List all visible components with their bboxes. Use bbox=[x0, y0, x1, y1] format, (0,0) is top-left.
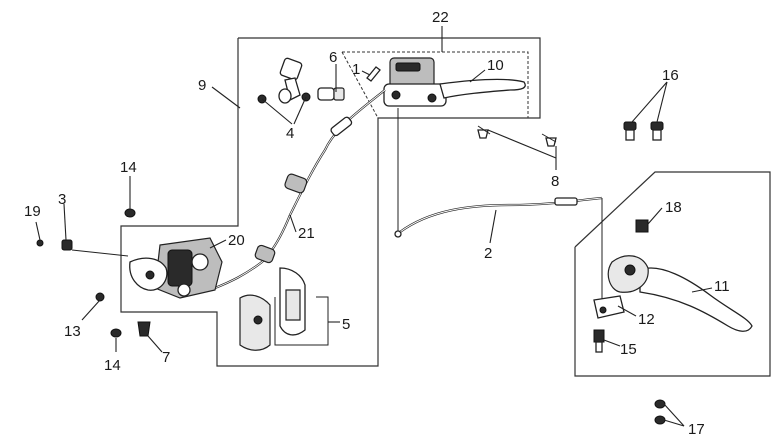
lever-cable bbox=[394, 108, 603, 300]
callout-9: 9 bbox=[198, 77, 206, 94]
assembly-frames bbox=[120, 37, 771, 377]
callout-5: 5 bbox=[342, 316, 350, 333]
brake-caliper bbox=[129, 237, 223, 299]
brake-hose bbox=[214, 89, 386, 290]
callout-1: 1 bbox=[352, 61, 360, 78]
frame-master-cylinder bbox=[342, 51, 529, 118]
bleeder-part-1 bbox=[366, 66, 381, 82]
brake-pads bbox=[239, 267, 306, 351]
callout-19: 19 bbox=[24, 203, 41, 220]
callout-16: 16 bbox=[662, 67, 679, 84]
callout-17: 18 bbox=[665, 199, 682, 216]
callout-10: 10 bbox=[487, 57, 504, 74]
item-18-fasteners bbox=[654, 399, 666, 425]
callout-7: 7 bbox=[162, 349, 170, 366]
callout-14-bottom: 14 bbox=[104, 357, 121, 374]
callout-13: 13 bbox=[64, 323, 81, 340]
bolts-8 bbox=[477, 125, 557, 147]
callout-labels: 22 10 1 6 4 9 16 8 14 3 19 20 21 2 18 11… bbox=[24, 9, 730, 438]
callout-21: 21 bbox=[298, 225, 315, 242]
callout-20: 20 bbox=[228, 232, 245, 249]
small-fasteners bbox=[36, 208, 151, 338]
callout-2: 2 bbox=[484, 245, 492, 262]
callout-12: 12 bbox=[638, 311, 655, 328]
callout-22: 22 bbox=[432, 9, 449, 26]
bolts-16 bbox=[623, 121, 664, 141]
callout-8: 8 bbox=[551, 173, 559, 190]
master-cylinder bbox=[383, 57, 526, 107]
frame-lever-assembly bbox=[574, 171, 771, 377]
callout-15: 15 bbox=[620, 341, 637, 358]
frame-main-assembly bbox=[120, 37, 541, 367]
brake-lever-assembly bbox=[593, 219, 753, 353]
callout-11: 11 bbox=[714, 278, 730, 295]
callout-4: 4 bbox=[286, 125, 294, 142]
callout-6: 6 bbox=[329, 49, 337, 66]
callout-3: 3 bbox=[58, 191, 66, 208]
callout-18: 17 bbox=[688, 421, 705, 438]
leader-lines bbox=[35, 26, 713, 427]
callout-14-top: 14 bbox=[120, 159, 137, 176]
